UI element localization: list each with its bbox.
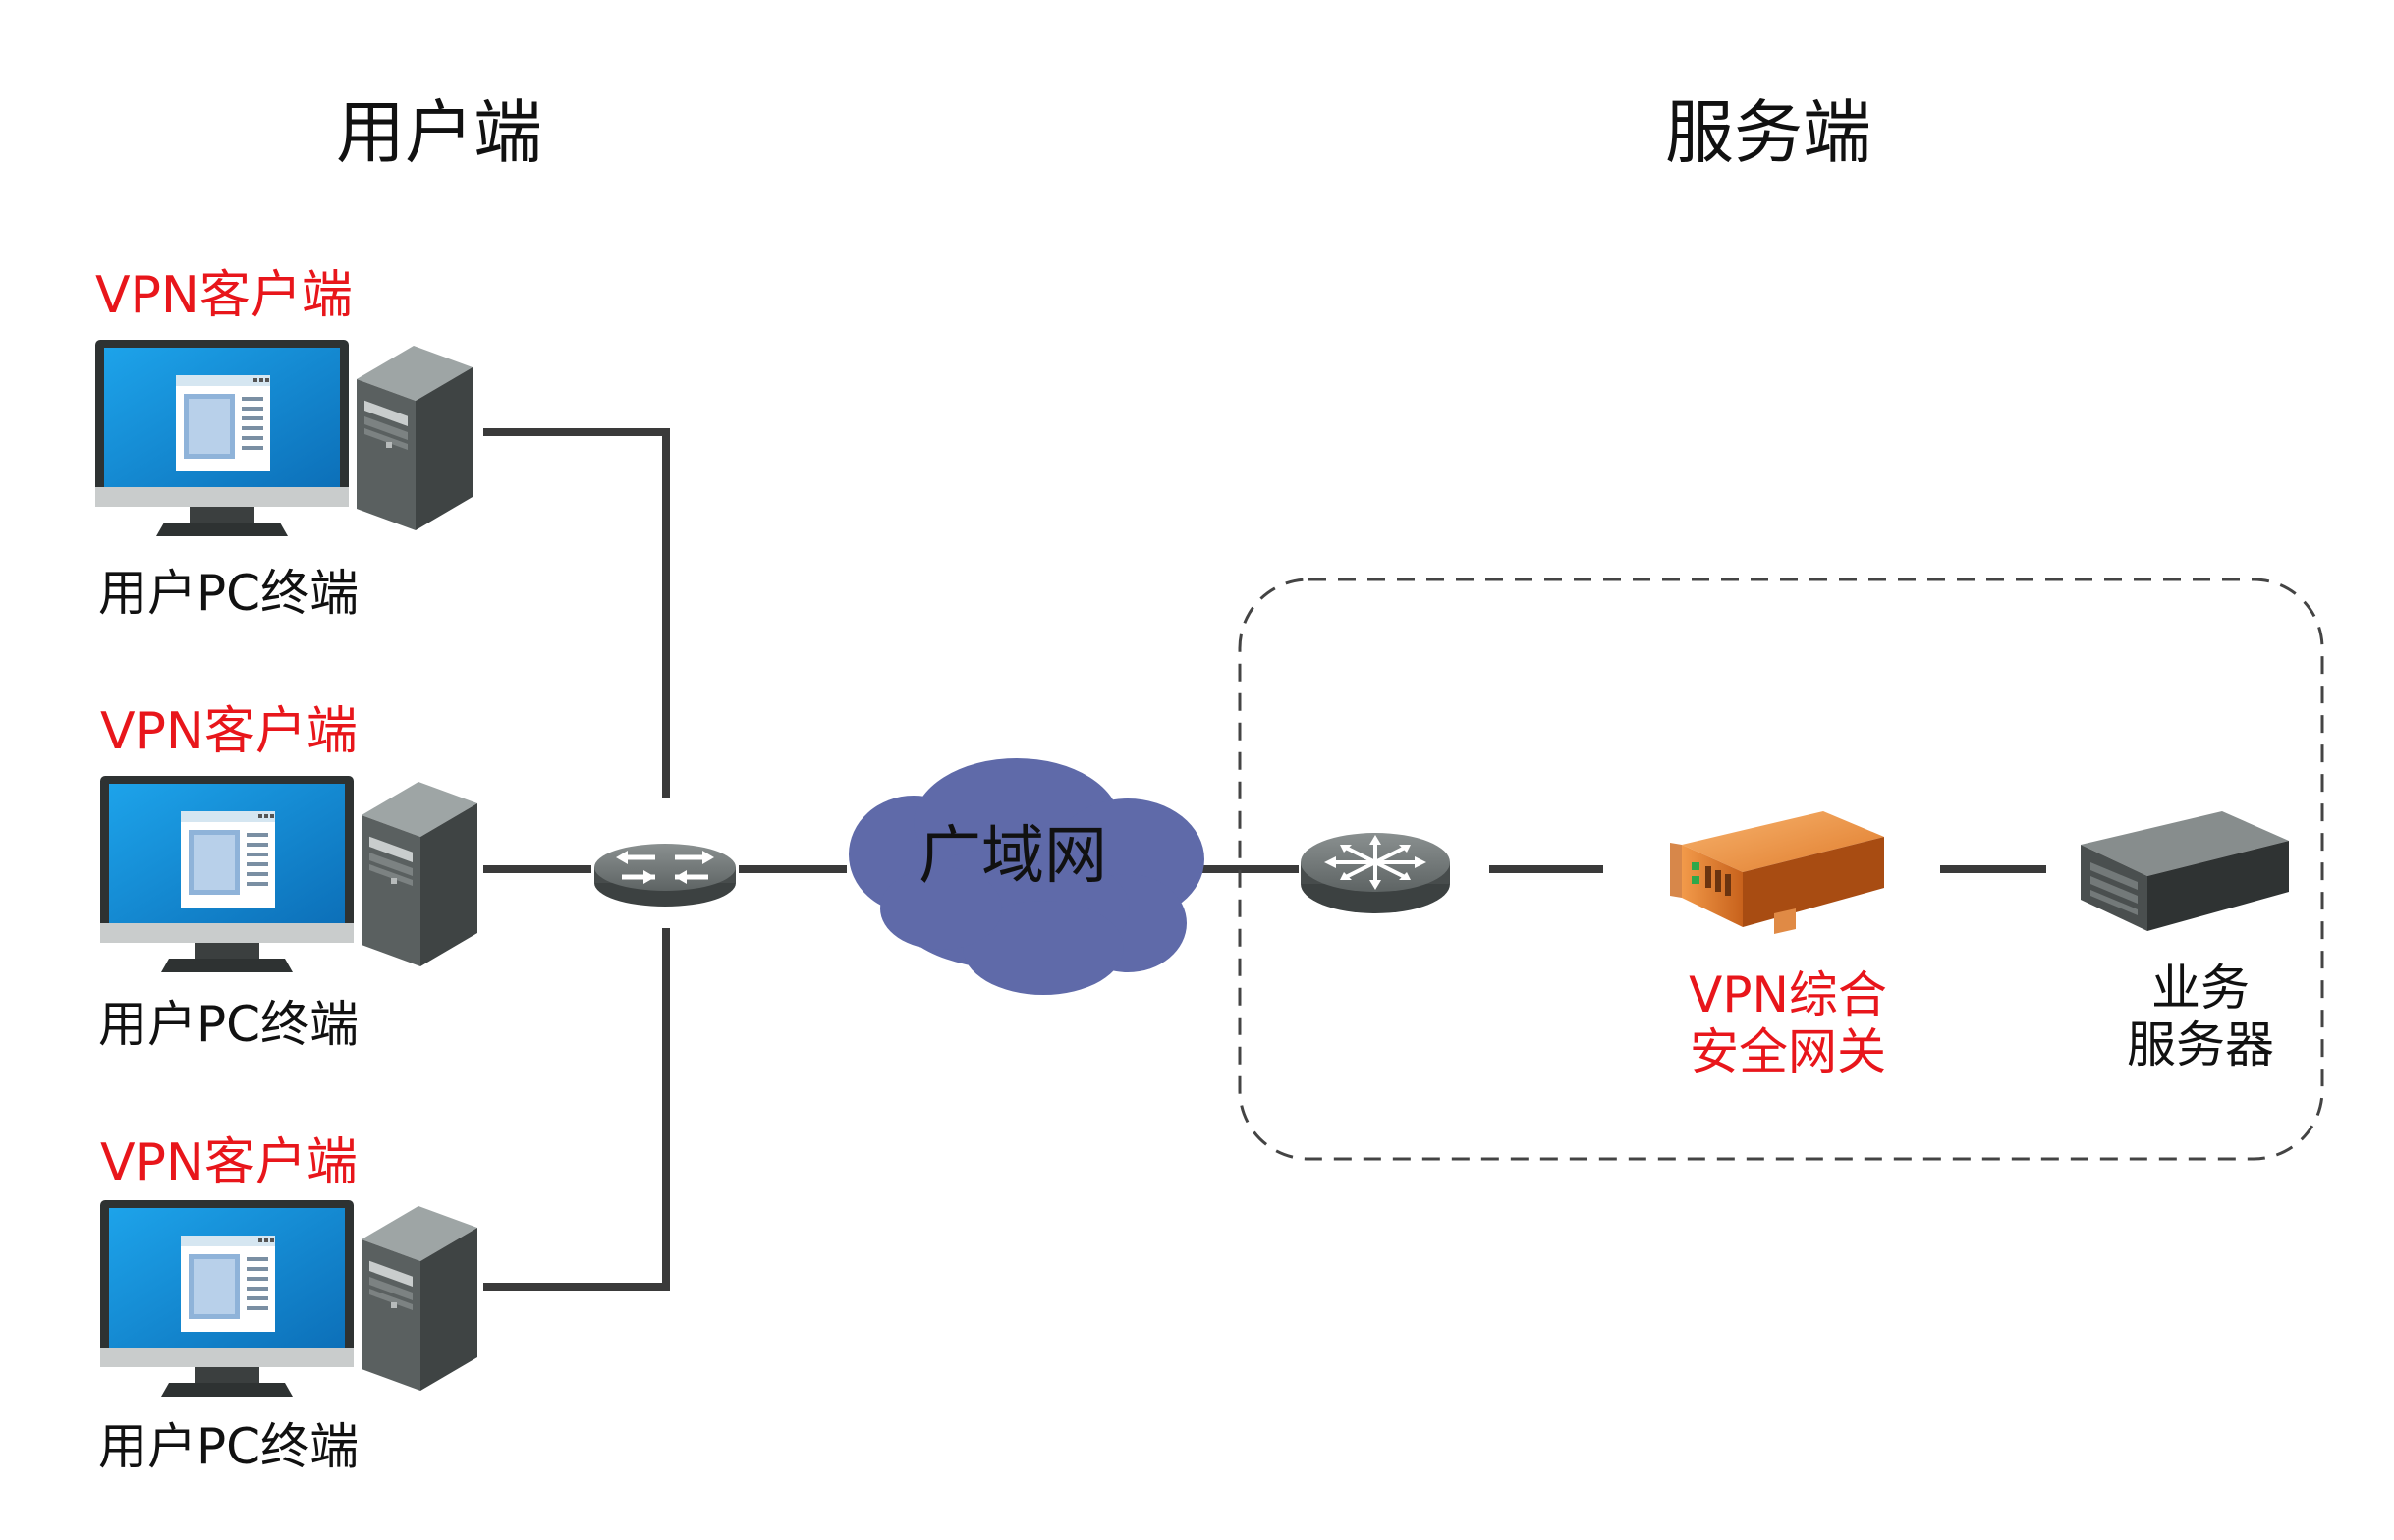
link-pc3-router <box>483 928 670 1291</box>
client-label-3: VPN客户端 <box>100 1133 358 1192</box>
terminal-label-2: 用户PC终端 <box>98 996 360 1053</box>
desktop-computer-icon <box>100 776 477 972</box>
server-label-line2: 服务器 <box>2127 1016 2274 1073</box>
vpn-gateway-appliance-icon <box>1670 811 1884 934</box>
cloud-icon <box>849 758 1204 995</box>
server-label-line1: 业务 <box>2151 960 2250 1017</box>
client-label-1: VPN客户端 <box>95 266 353 325</box>
gateway-label: VPN综合 安全网关 <box>1670 966 1906 1080</box>
server-label: 业务 服务器 <box>2088 960 2313 1073</box>
link-pc1-router <box>483 428 670 798</box>
router-icon <box>594 844 736 907</box>
switch-icon <box>1299 831 1452 915</box>
desktop-computer-icon <box>100 1200 477 1397</box>
desktop-computer-icon <box>95 340 473 536</box>
section-title-user-side: 用户端 <box>336 92 542 173</box>
gateway-label-line1: VPN综合 <box>1689 966 1887 1023</box>
wan-label: 广域网 <box>919 820 1107 893</box>
client-label-2: VPN客户端 <box>100 702 358 761</box>
section-title-server-side: 服务端 <box>1665 92 1871 173</box>
server-zone-boundary <box>1238 578 2324 1161</box>
terminal-label-1: 用户PC终端 <box>98 565 360 622</box>
terminal-label-3: 用户PC终端 <box>98 1418 360 1475</box>
rack-server-icon <box>2081 811 2289 931</box>
gateway-label-line2: 安全网关 <box>1690 1022 1886 1080</box>
